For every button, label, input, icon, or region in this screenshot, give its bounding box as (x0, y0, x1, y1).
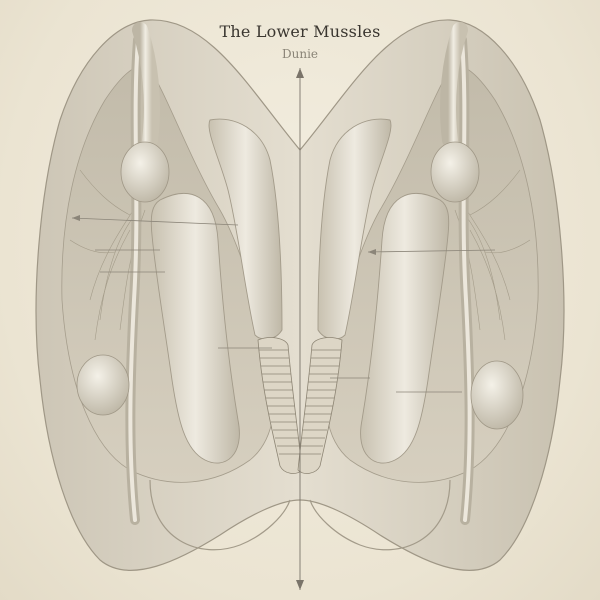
left-duct (132, 22, 160, 148)
right-duct (440, 22, 468, 148)
axis-arrow-bottom (296, 580, 304, 590)
right-ribbed-segment (297, 337, 343, 474)
left-ribbed-segment (257, 337, 303, 474)
left-muscle (150, 193, 240, 464)
left-veins (69, 169, 146, 341)
axis-arrow-top (296, 68, 304, 78)
figure-title: The Lower Mussles (219, 22, 381, 41)
right-node (430, 141, 480, 203)
leader-lines (71, 215, 496, 393)
right-muscle (360, 193, 450, 464)
left-node (120, 141, 170, 203)
figure-subtitle: Dunie (281, 47, 319, 61)
right-lower-loop (309, 479, 451, 551)
right-gland (470, 360, 524, 430)
left-gland (76, 354, 130, 416)
left-lower-loop (149, 479, 291, 551)
